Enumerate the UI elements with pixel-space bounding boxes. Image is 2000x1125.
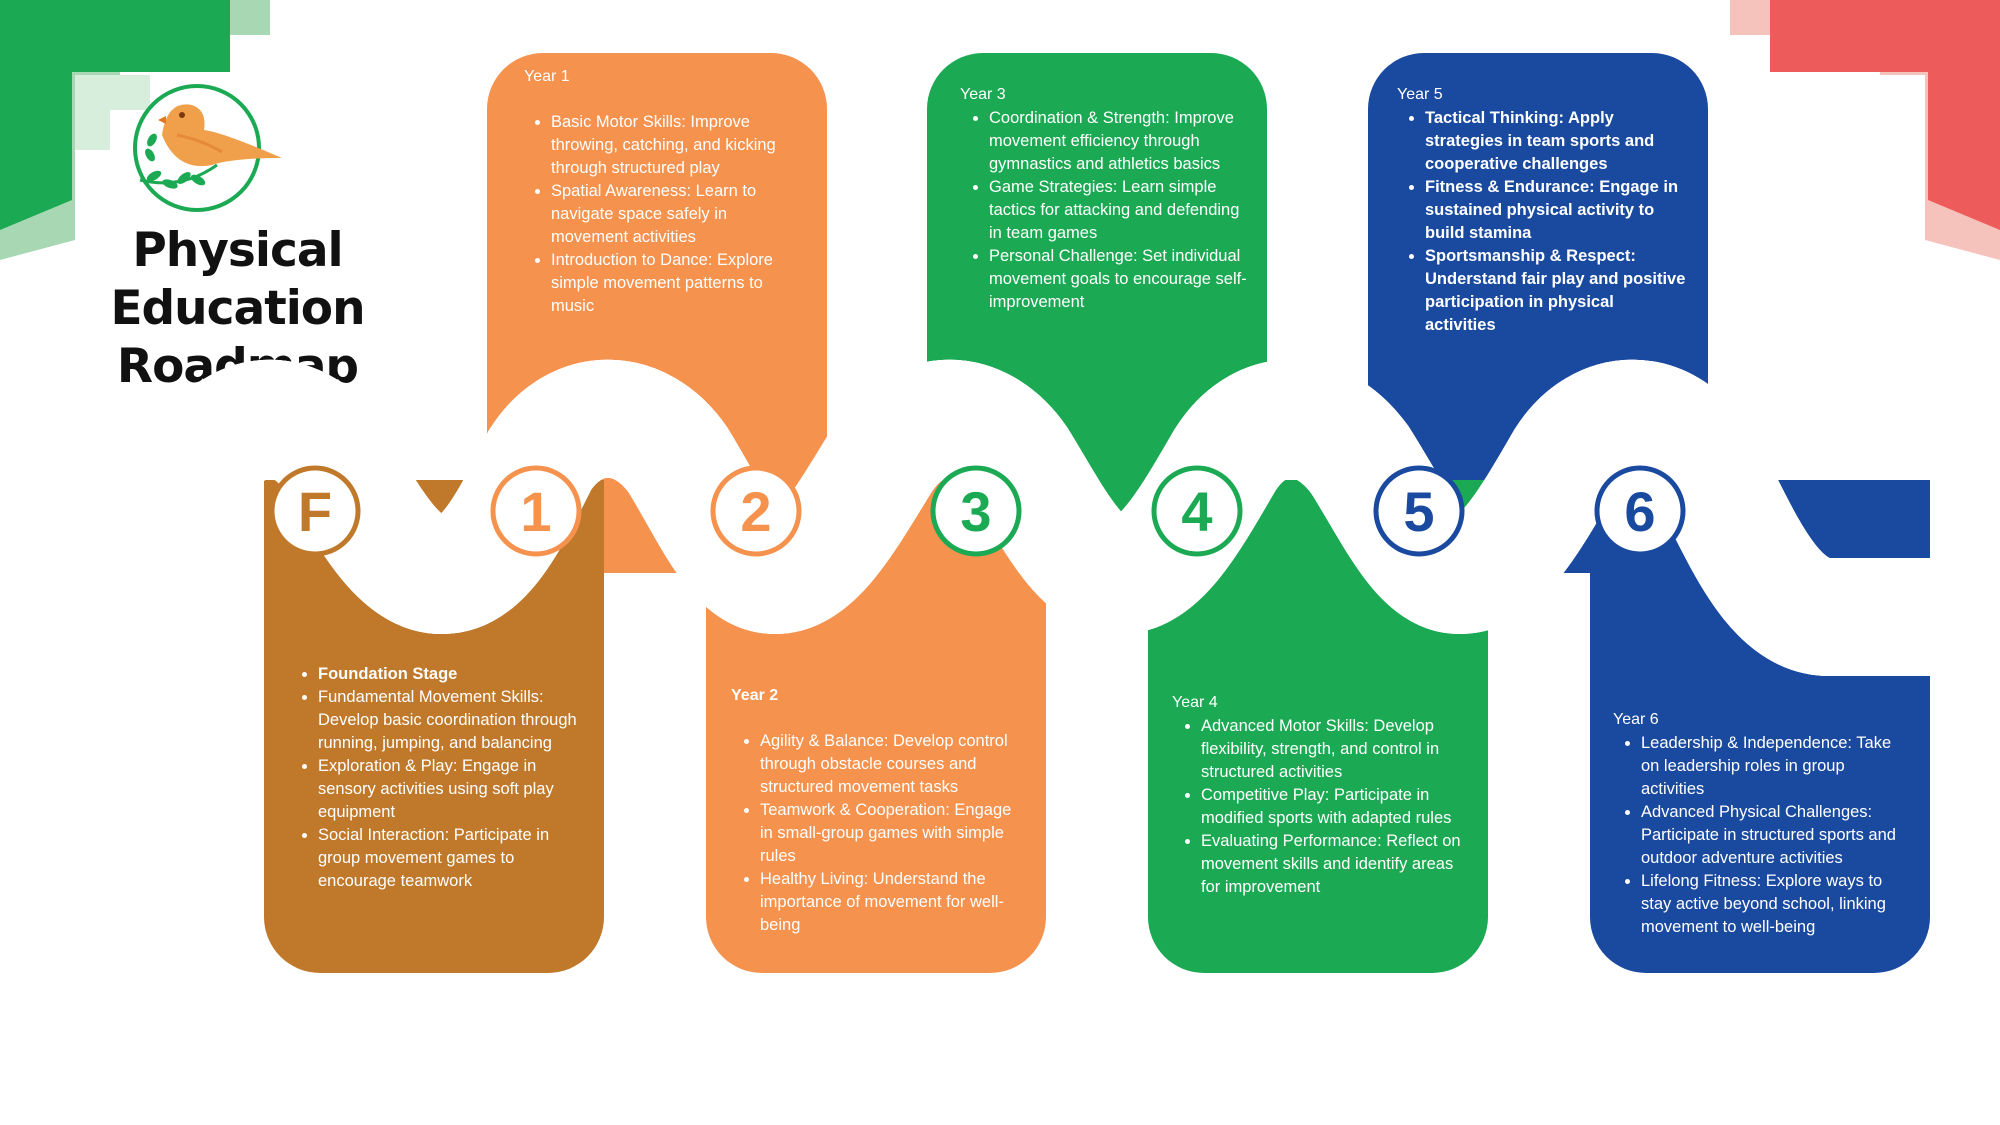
year-2-list: Agility & Balance: Develop control throu… (706, 730, 1026, 937)
title-line-1: Physical Education (110, 223, 365, 336)
marker-f-label: F (298, 480, 332, 543)
page-title: Physical Education Roadmap (0, 222, 475, 396)
milestone-markers: F 1 2 3 4 5 6 (269, 465, 1686, 557)
list-item: Lifelong Fitness: Explore ways to stay a… (1641, 870, 1910, 939)
list-item: Leadership & Independence: Take on leade… (1641, 732, 1910, 801)
list-item: Game Strategies: Learn simple tactics fo… (989, 176, 1247, 245)
foundation-list: Foundation Stage Fundamental Movement Sk… (264, 663, 584, 893)
year-2-label: Year 2 (731, 687, 779, 704)
year-4-card: Year 4 Advanced Motor Skills: Develop fl… (1148, 480, 1488, 973)
year-3-label: Year 3 (960, 86, 1006, 103)
list-item: Foundation Stage (318, 663, 584, 686)
list-item: Coordination & Strength: Improve movemen… (989, 107, 1247, 176)
marker-4-label: 4 (1181, 480, 1212, 543)
list-item: Agility & Balance: Develop control throu… (760, 730, 1026, 799)
marker-1: 1 (490, 465, 582, 557)
marker-2: 2 (710, 465, 802, 557)
list-item: Social Interaction: Participate in group… (318, 824, 584, 893)
road-body (0, 419, 2000, 676)
list-item: Tactical Thinking: Apply strategies in t… (1425, 107, 1688, 176)
marker-2-label: 2 (740, 480, 771, 543)
list-item: Sportsmanship & Respect: Understand fair… (1425, 245, 1688, 337)
list-item: Basic Motor Skills: Improve throwing, ca… (551, 111, 807, 180)
list-item: Fitness & Endurance: Engage in sustained… (1425, 176, 1688, 245)
year-1-list: Basic Motor Skills: Improve throwing, ca… (487, 111, 807, 318)
list-item: Advanced Motor Skills: Develop flexibili… (1201, 715, 1468, 784)
year-4-label: Year 4 (1172, 694, 1218, 711)
marker-6: 6 (1594, 465, 1686, 557)
marker-5: 5 (1373, 465, 1465, 557)
year-4-list: Advanced Motor Skills: Develop flexibili… (1148, 715, 1468, 899)
list-item: Teamwork & Cooperation: Engage in small-… (760, 799, 1026, 868)
year-5-list: Tactical Thinking: Apply strategies in t… (1368, 107, 1688, 337)
corner-decoration-left (0, 0, 270, 260)
bird-logo-icon (133, 84, 282, 212)
list-item: Introduction to Dance: Explore simple mo… (551, 249, 807, 318)
list-item: Fundamental Movement Skills: Develop bas… (318, 686, 584, 755)
marker-3: 3 (930, 465, 1022, 557)
year-6-list: Leadership & Independence: Take on leade… (1590, 732, 1910, 939)
year-1-label: Year 1 (524, 68, 570, 85)
marker-5-label: 5 (1403, 480, 1434, 543)
list-item: Competitive Play: Participate in modifie… (1201, 784, 1468, 830)
marker-f: F (269, 465, 361, 557)
marker-1-label: 1 (520, 480, 551, 543)
list-item: Spatial Awareness: Learn to navigate spa… (551, 180, 807, 249)
marker-3-label: 3 (960, 480, 991, 543)
year-3-list: Coordination & Strength: Improve movemen… (927, 107, 1247, 314)
marker-6-label: 6 (1624, 480, 1655, 543)
marker-4: 4 (1151, 465, 1243, 557)
year-5-label: Year 5 (1397, 86, 1443, 103)
list-item: Personal Challenge: Set individual movem… (989, 245, 1247, 314)
corner-decoration-right (1730, 0, 2000, 260)
list-item: Healthy Living: Understand the importanc… (760, 868, 1026, 937)
year-6-label: Year 6 (1613, 711, 1659, 728)
list-item: Advanced Physical Challenges: Participat… (1641, 801, 1910, 870)
list-item: Exploration & Play: Engage in sensory ac… (318, 755, 584, 824)
list-item: Evaluating Performance: Reflect on movem… (1201, 830, 1468, 899)
